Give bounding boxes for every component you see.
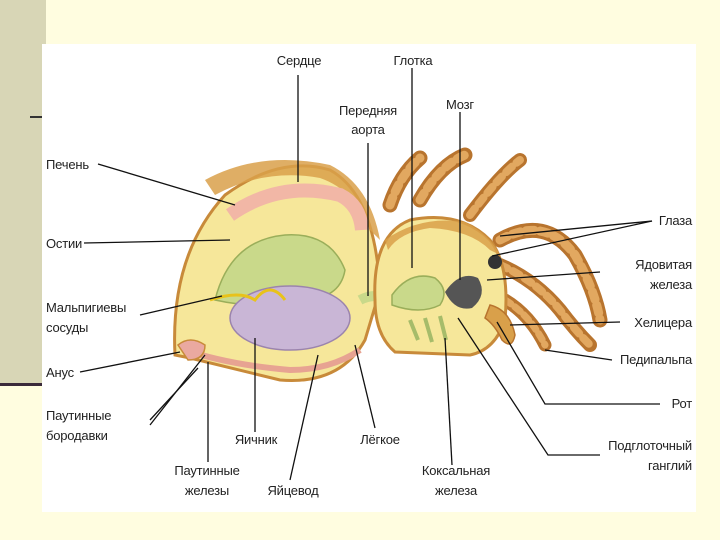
- label-coxal-gland-line1: Коксальная: [408, 463, 504, 478]
- label-eyes: Глаза: [620, 213, 692, 228]
- label-silk-glands-line1: Паутинные: [162, 463, 252, 478]
- label-anterior-aorta-line1: Передняя: [330, 103, 406, 118]
- abdomen: [175, 160, 380, 381]
- label-chelicera: Хелицера: [600, 315, 692, 330]
- label-subpharyngeal-line2: ганглий: [590, 458, 692, 473]
- label-anus: Анус: [46, 365, 74, 380]
- label-heart: Сердце: [270, 53, 328, 68]
- label-pharynx: Глотка: [383, 53, 443, 68]
- label-brain: Мозг: [438, 97, 482, 112]
- label-coxal-gland-line2: железа: [408, 483, 504, 498]
- label-venom-gland-line1: Ядовитая: [600, 257, 692, 272]
- label-mouth: Рот: [640, 396, 692, 411]
- label-malpighian-line2: сосуды: [46, 320, 88, 335]
- label-oviduct: Яйцевод: [255, 483, 331, 498]
- label-venom-gland-line2: железа: [600, 277, 692, 292]
- label-silk-glands-line2: железы: [162, 483, 252, 498]
- label-liver: Печень: [46, 157, 89, 172]
- label-anterior-aorta-line2: аорта: [330, 122, 406, 137]
- label-spinnerets-line1: Паутинные: [46, 408, 111, 423]
- label-spinnerets-line2: бородавки: [46, 428, 108, 443]
- label-ostia: Остии: [46, 236, 82, 251]
- label-malpighian-line1: Мальпигиевы: [46, 300, 126, 315]
- label-ovary: Яичник: [225, 432, 287, 447]
- label-pedipalp: Педипальпа: [600, 352, 692, 367]
- label-subpharyngeal-line1: Подглоточный: [590, 438, 692, 453]
- label-lung: Лёгкое: [350, 432, 410, 447]
